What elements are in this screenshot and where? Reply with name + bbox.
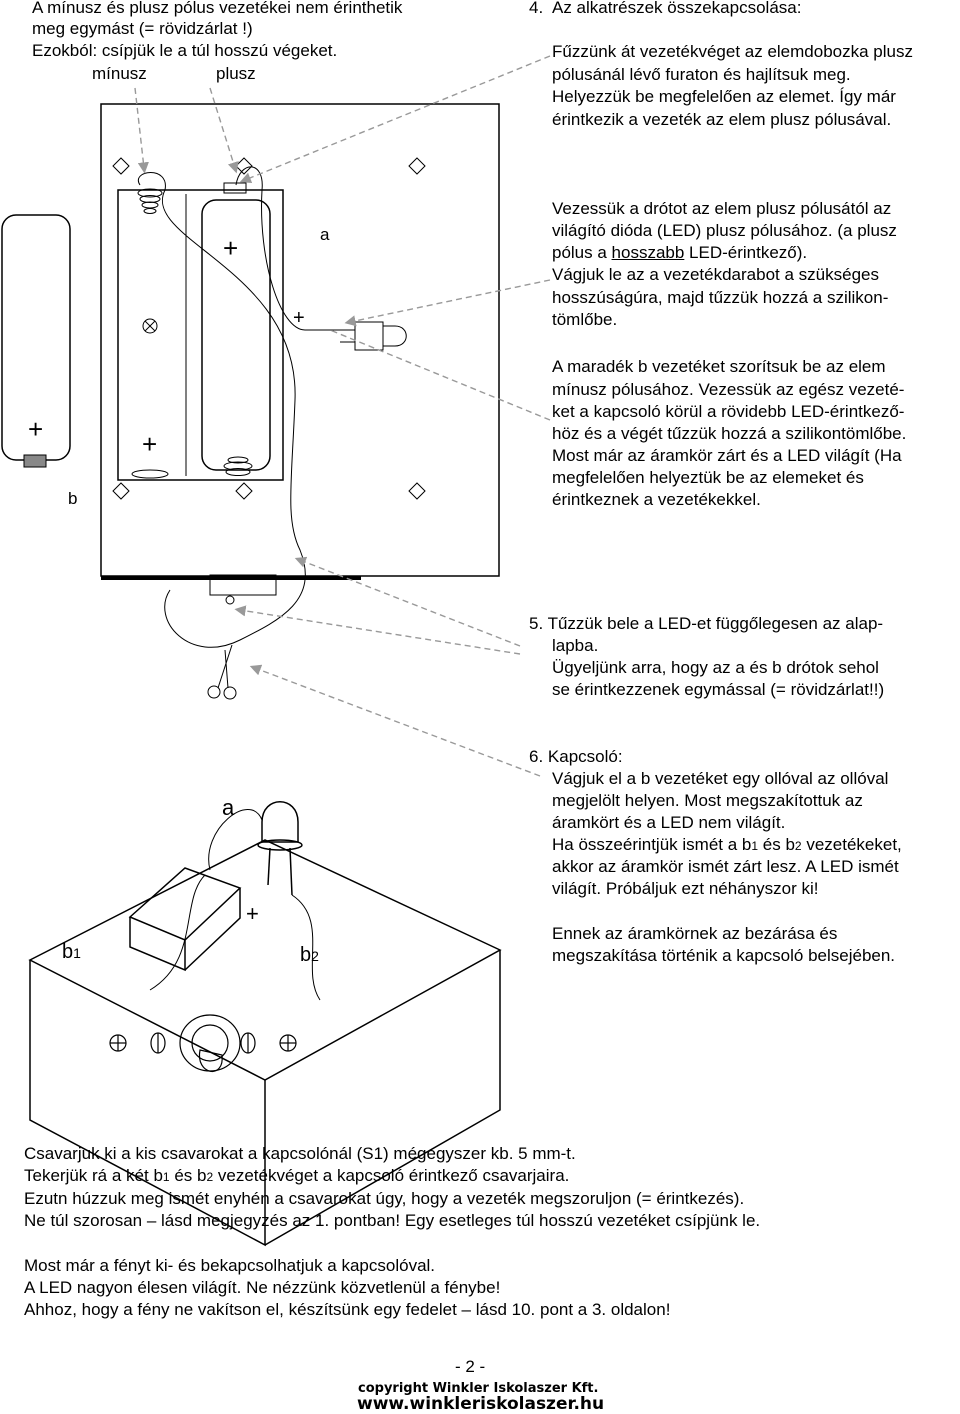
subscript: 1 <box>751 839 759 853</box>
step4-text: Vágjuk le az a vezetékdarabot a szüksége… <box>552 265 879 284</box>
underlined-word: hosszabb <box>611 243 685 262</box>
wire-a <box>235 166 355 331</box>
wire-b <box>137 172 306 648</box>
step4-text: érintkezik a vezeték az elem plusz pólus… <box>552 110 892 129</box>
step6-text: megjelölt helyen. Most megszakítottuk az <box>552 791 863 810</box>
mount-hole-diamond <box>408 482 426 500</box>
subscript: 2 <box>794 839 802 853</box>
text-run: és b <box>758 835 795 854</box>
intro-line2: meg egymást (= rövidzárlat !) <box>32 19 253 38</box>
bottom-text: A LED nagyon élesen világít. Ne nézzünk … <box>24 1278 501 1297</box>
mount-hole-diamond <box>235 157 253 175</box>
mount-hole-diamond <box>112 157 130 175</box>
wire-a-label: a <box>320 225 330 244</box>
step6-text: akkor az áramkör ismét zárt lesz. A LED … <box>552 857 899 876</box>
step4-text: érintkeznek a vezetékekkel. <box>552 490 761 509</box>
text-run: b <box>62 941 74 963</box>
plus-sign: + <box>142 429 158 459</box>
step4-text: Helyezzük be megfelelően az elemet. Így … <box>552 87 896 106</box>
step6-text: Ha összeérintjük ismét a b1 és b2 vezeté… <box>552 834 902 857</box>
plus-sign: + <box>223 233 239 263</box>
step4-number: 4. <box>529 0 544 17</box>
step6-text: Vágjuk el a b vezetéket egy ollóval az o… <box>552 769 889 788</box>
step5-text: Ügyeljünk arra, hogy az a és b drótok se… <box>552 658 879 677</box>
box-diagram <box>28 801 502 1247</box>
plus-label: plusz <box>216 64 256 83</box>
step4-text: ket a kapcsoló körül a rövidebb LED-érin… <box>552 402 905 421</box>
subscript: 2 <box>206 1170 214 1184</box>
bottom-text: Ezutn húzzuk meg ismét enyhén a csavarok… <box>24 1189 745 1208</box>
step6-text: világít. Próbáljuk ezt néhányszor ki! <box>552 879 819 898</box>
step6-text: megszakítása történik a kapcsoló belsejé… <box>552 946 896 965</box>
wire-b2-label: b2 <box>300 943 319 968</box>
bottom-text: Tekerjük rá a két b1 és b2 vezetékvéget … <box>24 1165 569 1188</box>
subscript: 1 <box>162 1170 170 1184</box>
plus-sign: + <box>28 414 44 444</box>
step5-text: se érintkezzenek egymással (= rövidzárla… <box>552 680 885 699</box>
step4-text: Vezessük a drótot az elem plusz pólusátó… <box>552 199 892 218</box>
step4-text: hosszúságúra, majd tűzzük hozzá a szilik… <box>552 288 889 307</box>
plus-sign: + <box>246 901 259 926</box>
bottom-text: Ahhoz, hogy a fény ne vakítson el, készí… <box>24 1300 671 1319</box>
step4-text: mínusz pólusához. Vezessük az egész veze… <box>552 380 905 399</box>
step4-title: Az alkatrészek összekapcsolása: <box>552 0 802 17</box>
battery-top <box>128 867 242 941</box>
text-run: vezetékeket, <box>801 835 902 854</box>
subscript: 2 <box>311 948 319 964</box>
step4-text: tömlőbe. <box>552 310 618 329</box>
text-run: LED-érintkező). <box>684 243 808 262</box>
minus-label: mínusz <box>92 64 147 83</box>
text-run: pólus a <box>552 243 612 262</box>
text-run: Tekerjük rá a két b <box>24 1166 163 1185</box>
mount-hole-diamond <box>408 157 426 175</box>
step4-text: A maradék b vezetéket szorítsuk be az el… <box>552 357 886 376</box>
wire-a-label-2: a <box>222 795 235 820</box>
led-diagram1 <box>335 321 407 351</box>
bottom-text: Most már a fényt ki- és bekapcsolhatjuk … <box>24 1256 436 1275</box>
intro-line3: Ezokból: csípjük le a túl hosszú végeket… <box>32 41 338 60</box>
step4-text: pólus a hosszabb LED-érintkező). <box>552 242 807 264</box>
mount-hole-diamond <box>235 482 253 500</box>
mount-hole-diamond <box>112 482 130 500</box>
text-run: b <box>300 944 312 966</box>
scissors-icon <box>207 644 237 700</box>
step5-text: 5. Tűzzük bele a LED-et függőlegesen az … <box>529 614 884 633</box>
intro-line1: A mínusz és plusz pólus vezetékei nem ér… <box>32 0 403 17</box>
battery-holder <box>117 189 284 481</box>
text-run: Ha összeérintjük ismét a b <box>552 835 752 854</box>
footer-url[interactable]: www.winkleriskolaszer.hu <box>357 1394 605 1414</box>
wire-b1-label: b1 <box>62 940 81 965</box>
step4-text: pólusánál lévő furaton és hajlítsuk meg. <box>552 65 851 84</box>
text-run: vezetékvéget a kapcsoló érintkező csavar… <box>213 1166 570 1185</box>
step4-text: höz és a végét tűzzük hozzá a szilikontö… <box>552 424 907 443</box>
text-run: és b <box>169 1166 207 1185</box>
copyright: copyright Winkler Iskolaszer Kft. <box>358 1381 599 1396</box>
step4-text: megfelelően helyeztük be az elemeket és <box>552 468 864 487</box>
step4-text: Most már az áramkör zárt és a LED világí… <box>552 446 902 465</box>
board-diagram <box>1 103 500 700</box>
step4-text: világító dióda (LED) plusz pólusához. (a… <box>552 221 897 240</box>
switch-side <box>209 574 277 596</box>
bottom-text: Ne túl szorosan – lásd megjegyzés az 1. … <box>24 1211 761 1230</box>
battery-inside <box>201 199 271 471</box>
subscript: 1 <box>73 945 81 961</box>
led-diagram2 <box>261 801 299 843</box>
step4-text: Fűzzünk át vezetékvéget az elemdobozka p… <box>552 42 913 61</box>
page-number: - 2 - <box>455 1357 486 1376</box>
step6-text: Ennek az áramkörnek az bezárása és <box>552 924 838 943</box>
step6-text: áramkört és a LED nem világít. <box>552 813 786 832</box>
plus-sign: + <box>293 307 305 329</box>
bottom-text: Csavarjuk ki a kis csavarokat a kapcsoló… <box>24 1144 576 1163</box>
wire-b-label: b <box>68 489 78 508</box>
step5-text: lapba. <box>552 636 599 655</box>
step6-text: 6. Kapcsoló: <box>529 747 623 766</box>
base-board <box>100 103 500 577</box>
